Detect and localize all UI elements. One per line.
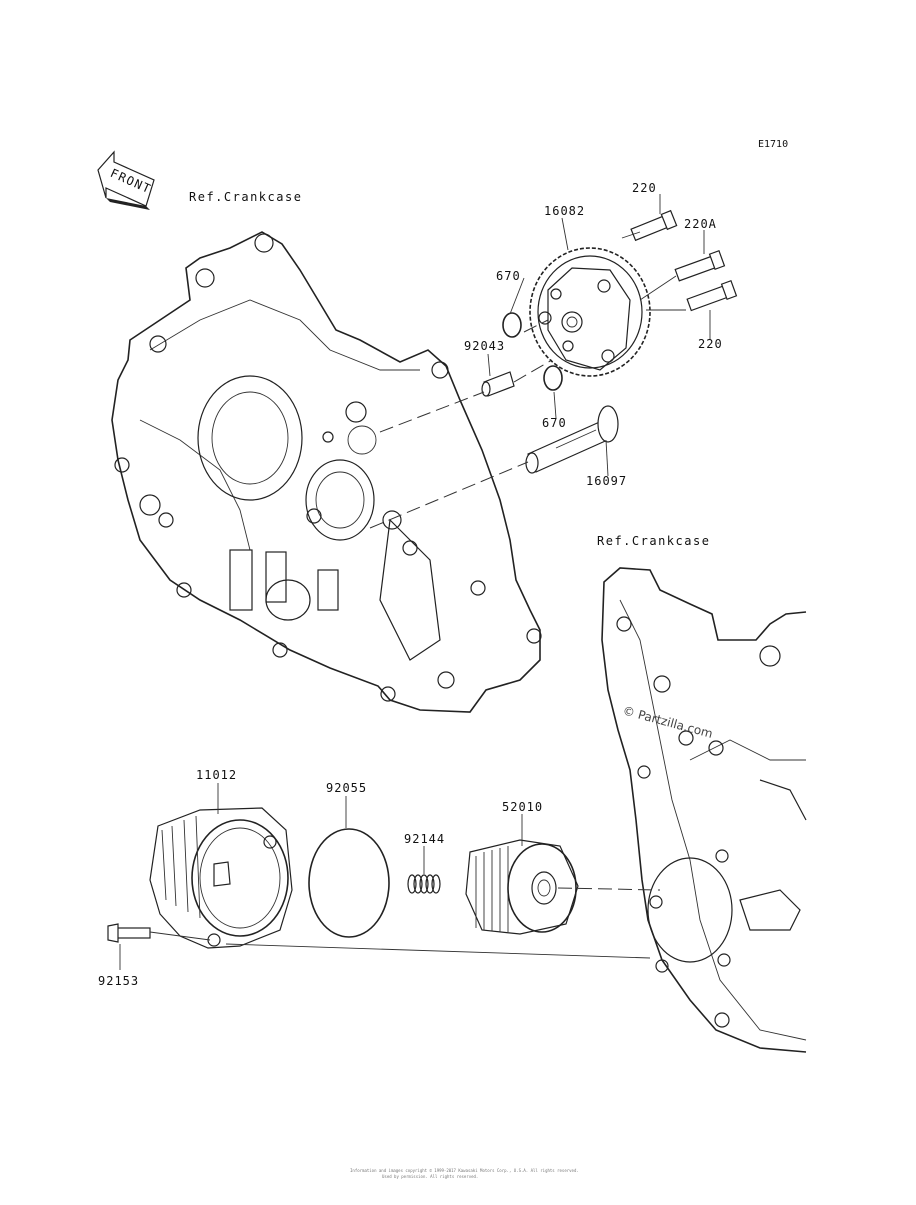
- diagram-code: E1710: [758, 139, 788, 150]
- oil-pump-gear: [529, 247, 651, 377]
- part-label-52010: 52010: [502, 800, 543, 814]
- part-label-11012: 11012: [196, 768, 237, 782]
- dowel-pin-92043: [481, 371, 515, 397]
- footer-copyright-line1: Information and images copyright © 1999-…: [350, 1168, 579, 1173]
- partzilla-watermark: © Partzilla.com: [621, 703, 714, 740]
- oil-pump-shaft-16097: [525, 405, 619, 474]
- o-ring-92055: [308, 828, 390, 938]
- front-arrow-icon: FRONT: [97, 150, 155, 210]
- part-label-92043: 92043: [464, 339, 505, 353]
- oil-filter-52010: [465, 839, 579, 935]
- right-crankcase: [601, 567, 807, 1053]
- part-label-670-top: 670: [496, 269, 521, 283]
- part-label-92153: 92153: [98, 974, 139, 988]
- o-ring-670-bottom: [543, 365, 563, 391]
- part-label-92144: 92144: [404, 832, 445, 846]
- part-label-220-bottom: 220: [698, 337, 723, 351]
- bolt-220-bottom: [686, 280, 738, 312]
- part-label-92055: 92055: [326, 781, 367, 795]
- footer-copyright-line2: Used by permission. All rights reserved.: [382, 1174, 478, 1179]
- left-crankcase: [111, 231, 542, 713]
- bolt-92153: [107, 923, 151, 943]
- part-label-16082: 16082: [544, 204, 585, 218]
- part-label-670-bottom: 670: [542, 416, 567, 430]
- part-label-220a: 220A: [684, 217, 717, 231]
- part-label-16097: 16097: [586, 474, 627, 488]
- ref-crankcase-top: Ref.Crankcase: [189, 190, 302, 204]
- ref-crankcase-right: Ref.Crankcase: [597, 534, 710, 548]
- o-ring-670-top: [502, 312, 522, 338]
- bolt-220-top: [630, 209, 678, 242]
- part-label-220-top: 220: [632, 181, 657, 195]
- bolt-220a: [674, 250, 726, 282]
- oil-filter-cover-11012: [149, 807, 293, 949]
- spring-92144: [407, 874, 441, 894]
